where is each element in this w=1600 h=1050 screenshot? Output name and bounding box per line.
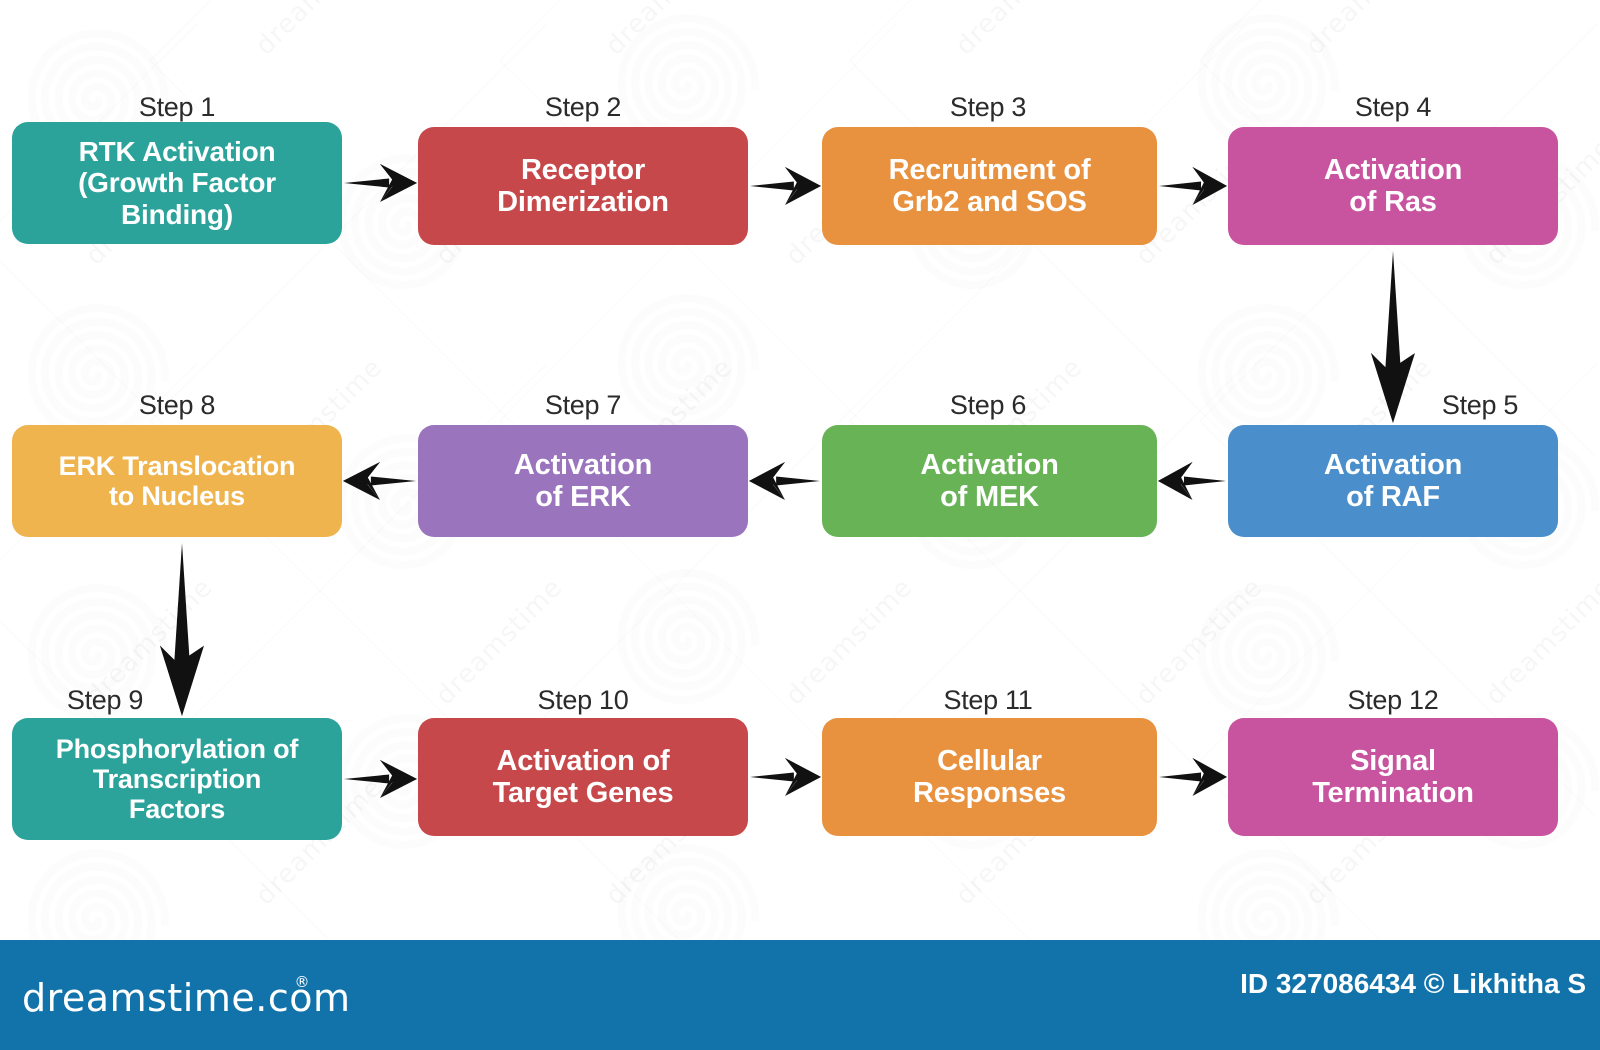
process-node-step11[interactable]: Cellular Responses	[822, 718, 1157, 836]
node-label: Receptor Dimerization	[497, 153, 669, 218]
arrow-right-c3-4	[1159, 167, 1227, 205]
image-credit: ID 327086434 © Likhitha S	[1240, 968, 1586, 999]
step-label-9: Step 9	[66, 685, 144, 715]
process-node-step1[interactable]: RTK Activation (Growth Factor Binding)	[12, 122, 342, 244]
arrow-down-c8-9	[160, 543, 204, 716]
node-label: Activation of RAF	[1323, 448, 1463, 513]
node-label: ERK Translocation to Nucleus	[58, 450, 296, 511]
step-label-7: Step 7	[544, 390, 622, 420]
process-node-step10[interactable]: Activation of Target Genes	[418, 718, 748, 836]
node-label: RTK Activation (Growth Factor Binding)	[78, 135, 276, 230]
registered-mark-icon: ®	[294, 973, 310, 992]
step-label-5: Step 5	[1441, 390, 1519, 420]
process-node-step4[interactable]: Activation of Ras	[1228, 127, 1558, 245]
arrow-right-c11-12	[1159, 758, 1227, 796]
node-label: Activation of Ras	[1323, 153, 1463, 218]
step-label-10: Step 10	[537, 685, 629, 715]
dreamstime-logo-text: dreamstime.com	[22, 976, 351, 1020]
arrow-right-c2-3	[750, 167, 821, 205]
node-label: Recruitment of Grb2 and SOS	[888, 153, 1091, 218]
dreamstime-footer-bar: dreamstime.com® ID 327086434 © Likhitha …	[0, 940, 1600, 1050]
node-label: Cellular Responses	[913, 744, 1066, 809]
step-label-8: Step 8	[138, 390, 216, 420]
arrow-down-c4-5	[1371, 251, 1415, 423]
dreamstime-logo: dreamstime.com®	[22, 973, 366, 1020]
process-node-step9[interactable]: Phosphorylation of Transcription Factors	[12, 718, 342, 840]
node-label: Activation of ERK	[513, 448, 653, 513]
step-label-3: Step 3	[949, 92, 1027, 122]
node-label: Signal Termination	[1312, 744, 1474, 809]
arrow-right-c1-2	[344, 164, 417, 202]
arrow-left-c5-6	[1158, 462, 1226, 500]
arrow-left-c6-7	[749, 462, 820, 500]
process-node-step2[interactable]: Receptor Dimerization	[418, 127, 748, 245]
step-label-4: Step 4	[1354, 92, 1432, 122]
arrow-right-c9-10	[344, 760, 417, 798]
step-label-6: Step 6	[949, 390, 1027, 420]
process-node-step5[interactable]: Activation of RAF	[1228, 425, 1558, 537]
step-label-11: Step 11	[943, 685, 1033, 715]
step-label-1: Step 1	[138, 92, 216, 122]
node-label: Phosphorylation of Transcription Factors	[55, 733, 299, 825]
node-label: Activation of MEK	[920, 448, 1059, 513]
arrow-right-c10-11	[750, 758, 821, 796]
process-node-step3[interactable]: Recruitment of Grb2 and SOS	[822, 127, 1157, 245]
process-node-step8[interactable]: ERK Translocation to Nucleus	[12, 425, 342, 537]
step-label-12: Step 12	[1347, 685, 1439, 715]
process-node-step7[interactable]: Activation of ERK	[418, 425, 748, 537]
process-node-step6[interactable]: Activation of MEK	[822, 425, 1157, 537]
process-node-step12[interactable]: Signal Termination	[1228, 718, 1558, 836]
arrow-left-c7-8	[343, 462, 416, 500]
node-label: Activation of Target Genes	[492, 744, 674, 809]
step-label-2: Step 2	[544, 92, 622, 122]
